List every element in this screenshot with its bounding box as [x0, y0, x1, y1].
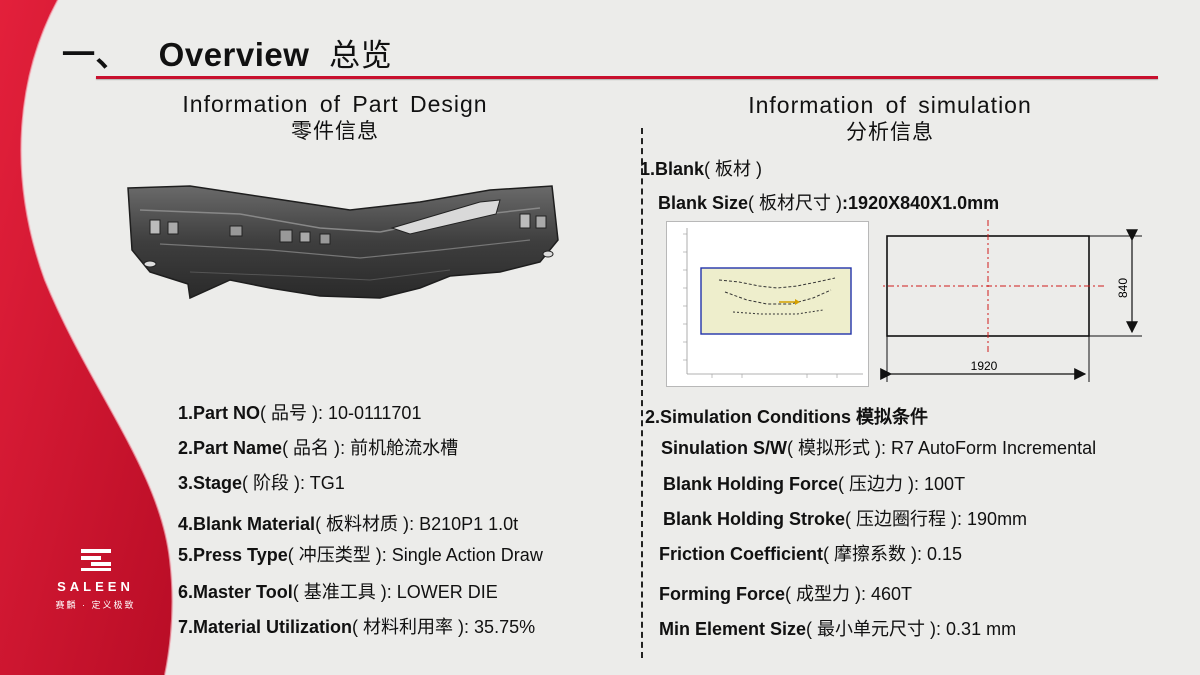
- column-divider: [641, 128, 643, 658]
- forming-force-cn: ( 成型力 ): [785, 584, 862, 604]
- part-rendering: [127, 185, 559, 300]
- stage-label: 3.Stage: [178, 473, 243, 493]
- title-chinese: 总览: [329, 38, 393, 73]
- part-name-cn: ( 品名 ): [282, 438, 341, 458]
- blank-size-row: Blank Size( 板材尺寸 ):1920X840X1.0mm: [658, 189, 999, 215]
- page-title: 一、 Overview 总览: [62, 28, 392, 76]
- min-element-size-value: : 0.31 mm: [936, 619, 1017, 639]
- blank-material-cn: ( 板料材质 ): [315, 514, 410, 534]
- blank-section-title: 1.Blank( 板材 ): [640, 155, 762, 181]
- part-no-row: 1.Part NO( 品号 ): 10-0111701: [178, 399, 421, 425]
- press-type-label: 5.Press Type: [178, 545, 288, 565]
- blank-holding-force-label: Blank Holding Force: [663, 474, 839, 494]
- part-design-heading: Information of Part Design 零件信息: [155, 90, 515, 146]
- part-name-label: 2.Part Name: [178, 438, 283, 458]
- min-element-size-cn: ( 最小单元尺寸 ): [806, 619, 937, 639]
- friction-coefficient-row: Friction Coefficient( 摩擦系数 ): 0.15: [659, 540, 962, 566]
- part-no-label: 1.Part NO: [178, 403, 261, 423]
- part-no-value: : 10-0111701: [318, 403, 422, 423]
- blank-holding-force-row: Blank Holding Force( 压边力 ): 100T: [663, 470, 965, 496]
- simulation-conditions-cn: 模拟条件: [851, 407, 929, 427]
- part-name-row: 2.Part Name( 品名 ): 前机舱流水槽: [178, 434, 458, 460]
- height-dimension-label: 840: [1116, 278, 1130, 298]
- forming-force-value: : 460T: [861, 584, 913, 604]
- press-type-cn: ( 冲压类型 ): [287, 545, 382, 565]
- simulation-conditions-label: 2.Simulation Conditions: [645, 407, 851, 427]
- simulation-software-label: Sinulation S/W: [661, 438, 787, 458]
- forming-force-row: Forming Force( 成型力 ): 460T: [659, 580, 912, 606]
- master-tool-value: : LOWER DIE: [386, 582, 498, 602]
- master-tool-cn: ( 基准工具 ): [292, 582, 387, 602]
- master-tool-row: 6.Master Tool( 基准工具 ): LOWER DIE: [178, 578, 498, 604]
- width-dimension-label: 1920: [971, 359, 998, 373]
- blank-holding-stroke-value: : 190mm: [957, 509, 1028, 529]
- title-english: Overview: [158, 36, 310, 73]
- blank-section-cn: ( 板材 ): [704, 159, 763, 179]
- blank-dimension-drawing: 1920 840: [880, 220, 1142, 382]
- min-element-size-label: Min Element Size: [659, 619, 807, 639]
- simulation-heading: Information of simulation 分析信息: [700, 91, 1080, 147]
- min-element-size-row: Min Element Size( 最小单元尺寸 ): 0.31 mm: [659, 615, 1016, 641]
- blank-size-cn: ( 板材尺寸 ): [748, 193, 843, 213]
- simulation-software-row: Sinulation S/W( 模拟形式 ): R7 AutoForm Incr…: [661, 434, 1096, 460]
- title-underline: [96, 76, 1158, 79]
- simulation-conditions-title: 2.Simulation Conditions 模拟条件: [645, 403, 928, 429]
- press-type-value: : Single Action Draw: [381, 545, 543, 565]
- blank-material-row: 4.Blank Material( 板料材质 ): B210P1 1.0t: [178, 510, 518, 536]
- part-name-value: : 前机舱流水槽: [340, 438, 459, 458]
- blank-size-value: :1920X840X1.0mm: [842, 193, 1000, 213]
- material-utilization-value: : 35.75%: [464, 617, 536, 637]
- simulation-heading-cn: 分析信息: [846, 121, 934, 144]
- blank-holding-force-value: : 100T: [914, 474, 966, 494]
- blank-holding-stroke-label: Blank Holding Stroke: [663, 509, 846, 529]
- friction-coefficient-cn: ( 摩擦系数 ): [823, 544, 918, 564]
- blank-holding-stroke-row: Blank Holding Stroke( 压边圈行程 ): 190mm: [663, 505, 1027, 531]
- part-design-heading-cn: 零件信息: [291, 120, 379, 143]
- part-no-cn: ( 品号 ): [260, 403, 319, 423]
- simulation-software-cn: ( 模拟形式 ): [787, 438, 881, 458]
- saleen-emblem-icon: [80, 549, 111, 571]
- material-utilization-cn: ( 材料利用率 ): [352, 617, 465, 637]
- master-tool-label: 6.Master Tool: [178, 582, 293, 602]
- blank-section-label: 1.Blank: [640, 159, 705, 179]
- saleen-logo: SALEEN 赛麟 · 定义极致: [38, 548, 153, 611]
- stage-cn: ( 阶段 ): [242, 473, 301, 493]
- press-type-row: 5.Press Type( 冲压类型 ): Single Action Draw: [178, 541, 543, 567]
- stage-row: 3.Stage( 阶段 ): TG1: [178, 469, 345, 495]
- material-utilization-row: 7.Material Utilization( 材料利用率 ): 35.75%: [178, 613, 535, 639]
- logo-tagline: 赛麟 · 定义极致: [55, 600, 136, 610]
- simulation-heading-en: Information of simulation: [748, 92, 1032, 118]
- blank-outline-plot: [667, 222, 868, 386]
- material-utilization-label: 7.Material Utilization: [178, 617, 353, 637]
- blank-holding-force-cn: ( 压边力 ): [838, 474, 915, 494]
- title-number: 一、: [62, 36, 129, 73]
- friction-coefficient-label: Friction Coefficient: [659, 544, 824, 564]
- friction-coefficient-value: : 0.15: [917, 544, 963, 564]
- blank-material-value: : B210P1 1.0t: [409, 514, 519, 534]
- blank-material-label: 4.Blank Material: [178, 514, 316, 534]
- stage-value: : TG1: [300, 473, 345, 493]
- part-design-heading-en: Information of Part Design: [182, 91, 488, 117]
- simulation-software-value: : R7 AutoForm Incremental: [881, 438, 1097, 458]
- blank-holding-stroke-cn: ( 压边圈行程 ): [845, 509, 958, 529]
- forming-force-label: Forming Force: [659, 584, 786, 604]
- blank-size-label: Blank Size: [658, 193, 749, 213]
- blank-outline-screenshot: [666, 221, 869, 387]
- logo-wordmark: SALEEN: [57, 579, 134, 594]
